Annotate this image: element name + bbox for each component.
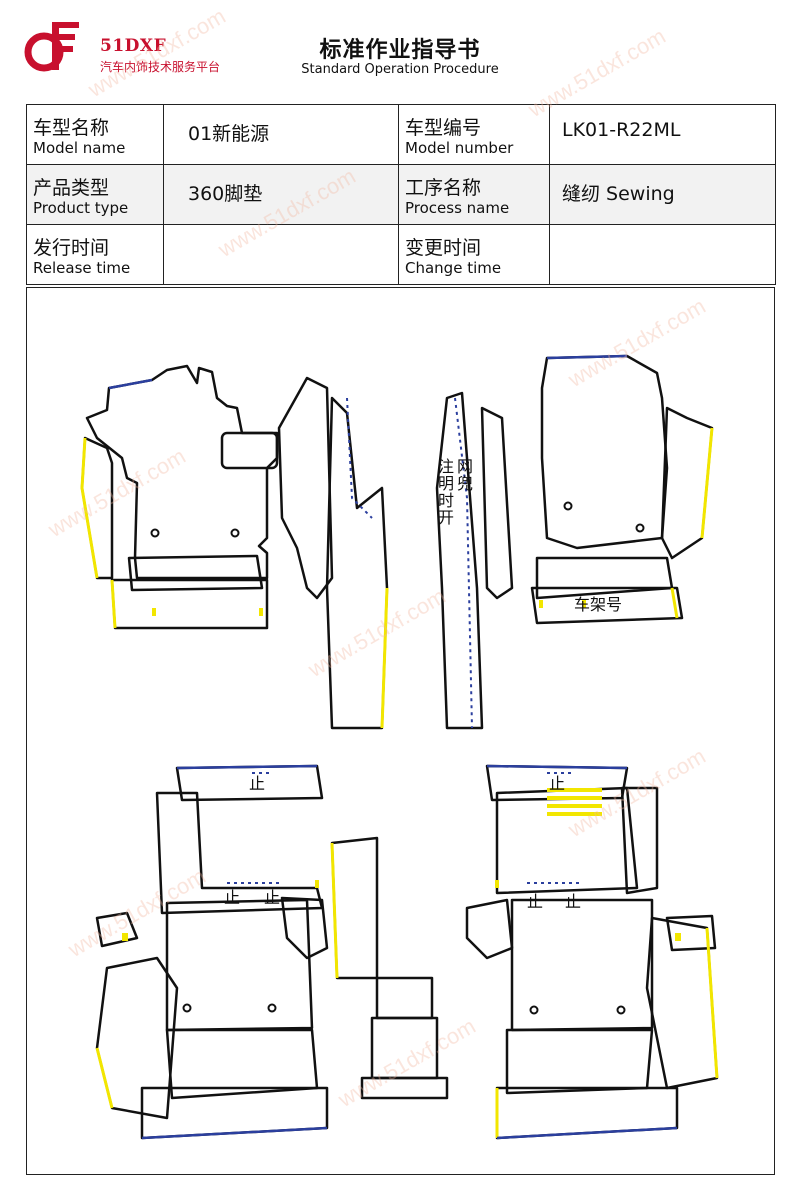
change-time-label: 变更时间 Change time <box>398 224 550 285</box>
release-time-value <box>163 224 399 285</box>
piece-upper-left-main <box>85 364 279 580</box>
piece-upper-right-lower <box>530 586 684 625</box>
piece-upper-right-strip <box>480 406 514 600</box>
annotation-stop: 止 <box>549 774 566 793</box>
piece-lower-right-front <box>505 1028 654 1095</box>
model-number-label: 车型编号 Model number <box>398 104 550 165</box>
pattern-drawing: 注明时开 网兜 车架号 止 止 止 止 止 止 <box>26 287 775 1175</box>
model-number-value: LK01-R22ML <box>549 104 776 165</box>
process-name-label: 工序名称 Process name <box>398 164 550 225</box>
annotation-note-open: 注明时开 <box>438 457 455 527</box>
logo-tagline: 汽车内饰技术服务平台 <box>100 60 221 74</box>
piece-upper-right-side <box>660 406 714 560</box>
model-name-value: 01新能源 <box>163 104 399 165</box>
piece-lower-center-bottom <box>370 1016 439 1080</box>
info-row-model: 车型名称 Model name 01新能源 车型编号 Model number … <box>26 104 776 165</box>
annotation-stop: 止 <box>224 888 241 907</box>
info-row-product: 产品类型 Product type 360脚垫 工序名称 Process nam… <box>26 164 776 225</box>
info-row-time: 发行时间 Release time 变更时间 Change time <box>26 224 776 285</box>
change-time-value <box>549 224 776 285</box>
piece-lower-center-top <box>330 836 379 980</box>
piece-lower-left-ear <box>95 911 139 948</box>
piece-lower-right-arch <box>495 786 639 895</box>
piece-lower-left-main <box>165 898 314 1032</box>
annotation-mesh-pocket: 网兜 <box>457 457 474 493</box>
piece-lower-left-tab <box>280 896 329 960</box>
logo-brand: 51DXF <box>100 36 167 56</box>
release-time-label: 发行时间 Release time <box>26 224 164 285</box>
piece-upper-left-strip <box>127 554 264 592</box>
annotation-stop: 止 <box>565 892 582 911</box>
logo-mark-icon <box>24 22 79 72</box>
logo: 51DXF 汽车内饰技术服务平台 <box>22 18 252 78</box>
annotation-stop: 止 <box>527 892 544 911</box>
piece-lower-right-side <box>645 916 719 1090</box>
piece-lower-right-side-top <box>620 786 659 895</box>
process-name-value: 缝纫 Sewing <box>549 164 776 225</box>
piece-upper-right-long <box>435 391 484 730</box>
document-subtitle: Standard Operation Procedure <box>301 62 499 77</box>
document-title: 标准作业指导书 <box>319 38 481 63</box>
piece-upper-left-sill <box>277 376 334 600</box>
piece-lower-right-ear <box>665 914 717 952</box>
pattern-pieces-svg <box>80 354 719 1140</box>
model-name-label: 车型名称 Model name <box>26 104 164 165</box>
piece-upper-right-main <box>540 354 669 550</box>
annotation-frame-number: 车架号 <box>574 595 623 614</box>
product-type-value: 360脚垫 <box>163 164 399 225</box>
annotation-stop: 止 <box>264 888 281 907</box>
piece-lower-center-mid <box>375 976 434 1020</box>
product-type-label: 产品类型 Product type <box>26 164 164 225</box>
annotation-stop: 止 <box>249 774 266 793</box>
piece-lower-center-base <box>360 1076 449 1100</box>
piece-upper-right-bottom <box>535 556 674 600</box>
piece-lower-right-main <box>510 898 654 1032</box>
info-table: 车型名称 Model name 01新能源 车型编号 Model number … <box>26 104 776 285</box>
piece-upper-left-long <box>325 396 389 730</box>
piece-lower-right-tab <box>465 898 514 960</box>
piece-tunnel-block <box>220 431 279 470</box>
